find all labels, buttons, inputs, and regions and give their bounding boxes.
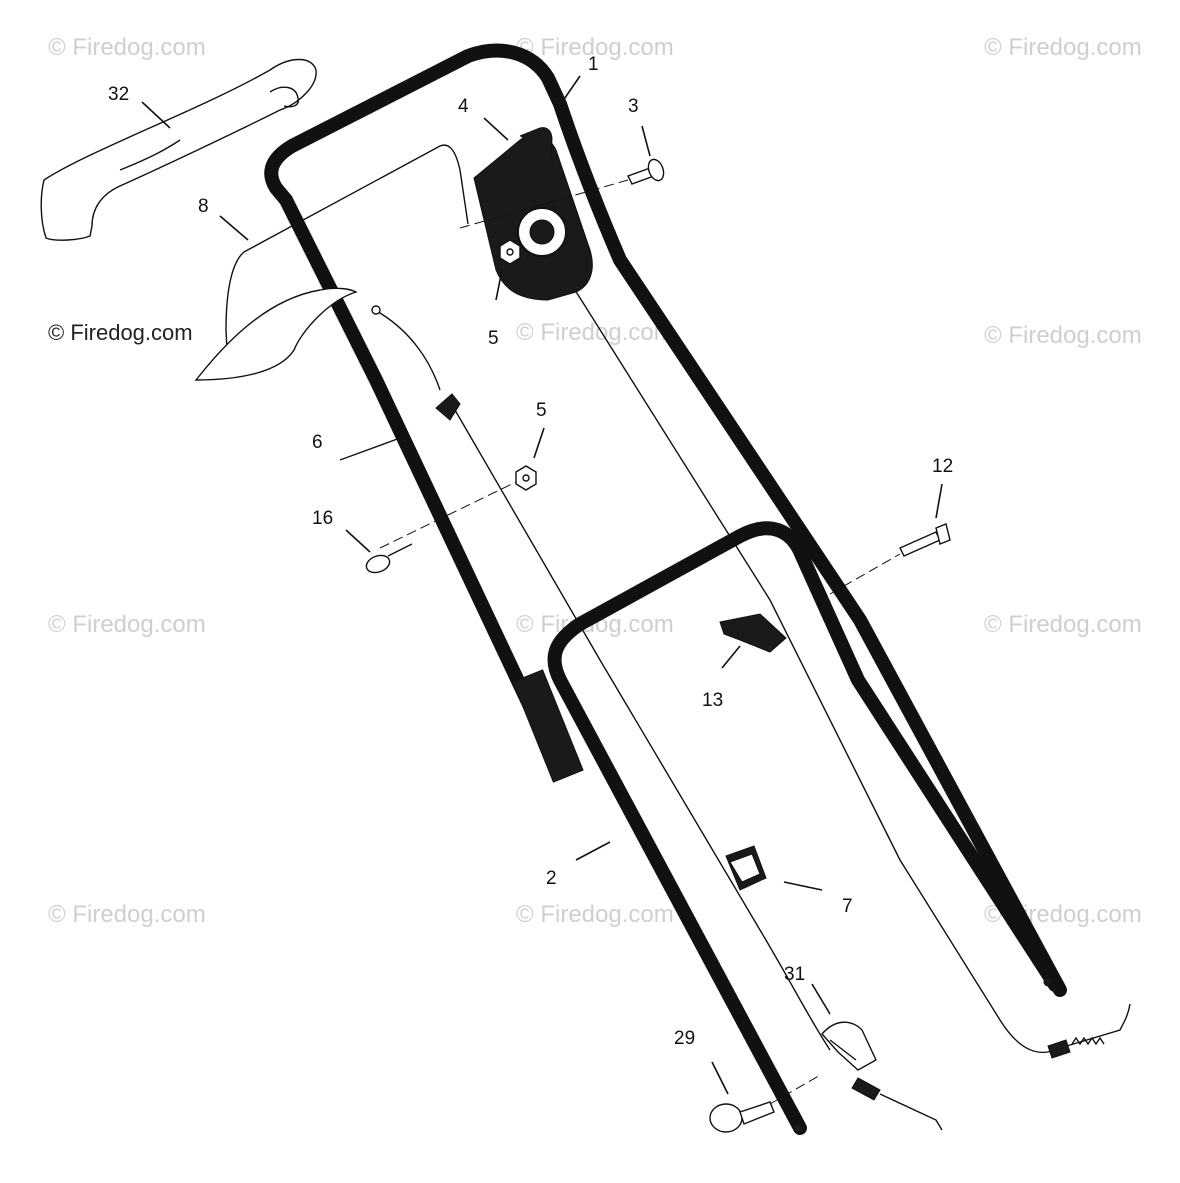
watermark: © Firedog.com — [516, 901, 674, 928]
cable-guide-part — [339, 393, 461, 461]
callout-label: 31 — [784, 964, 805, 985]
cable-ends — [851, 1003, 1131, 1131]
grip-cover-part — [40, 58, 317, 241]
watermark: © Firedog.com — [984, 322, 1142, 349]
watermark: © Firedog.com — [516, 34, 674, 61]
watermark: © Firedog.com — [984, 611, 1142, 638]
callout-label: 29 — [674, 1028, 695, 1049]
bolt-part — [829, 523, 951, 595]
watermark: © Firedog.com — [48, 901, 206, 928]
lower-handle-part — [512, 521, 1062, 1135]
watermark: © Firedog.com — [48, 611, 206, 638]
nut-mid-part — [379, 465, 537, 549]
cable-retainer-part — [821, 1021, 877, 1071]
watermark: © Firedog.com — [48, 320, 193, 345]
callout-label: 4 — [458, 96, 469, 117]
callout-label: 3 — [628, 96, 639, 117]
callout-label: 6 — [312, 432, 323, 453]
watermark: © Firedog.com — [516, 319, 674, 346]
callout-label: 5 — [488, 328, 499, 349]
screw-part — [459, 158, 665, 229]
carriage-bolt-part — [709, 1073, 823, 1133]
callout-label: 1 — [588, 54, 599, 75]
callout-label: 8 — [198, 196, 209, 217]
callout-label: 13 — [702, 690, 723, 711]
nut-upper-part — [499, 239, 521, 265]
callout-label: 7 — [842, 896, 853, 917]
upper-handle-part — [264, 43, 1067, 997]
cable-clip-shape — [194, 287, 358, 381]
callout-label: 2 — [546, 868, 557, 889]
callout-label: 16 — [312, 508, 333, 529]
callout-label: 32 — [108, 84, 129, 105]
watermark: © Firedog.com — [48, 34, 206, 61]
callout-label: 5 — [536, 400, 547, 421]
eye-bolt-part — [365, 543, 413, 574]
cable-clip-part — [725, 845, 767, 891]
callout-label: 12 — [932, 456, 953, 477]
callout-layer: 1 2 3 4 5 5 6 7 8 12 13 16 29 31 32 — [108, 54, 953, 1095]
handle-clip-part — [719, 613, 787, 653]
watermark: © Firedog.com — [984, 34, 1142, 61]
watermark-layer: © Firedog.com © Firedog.com © Firedog.co… — [48, 34, 1142, 928]
